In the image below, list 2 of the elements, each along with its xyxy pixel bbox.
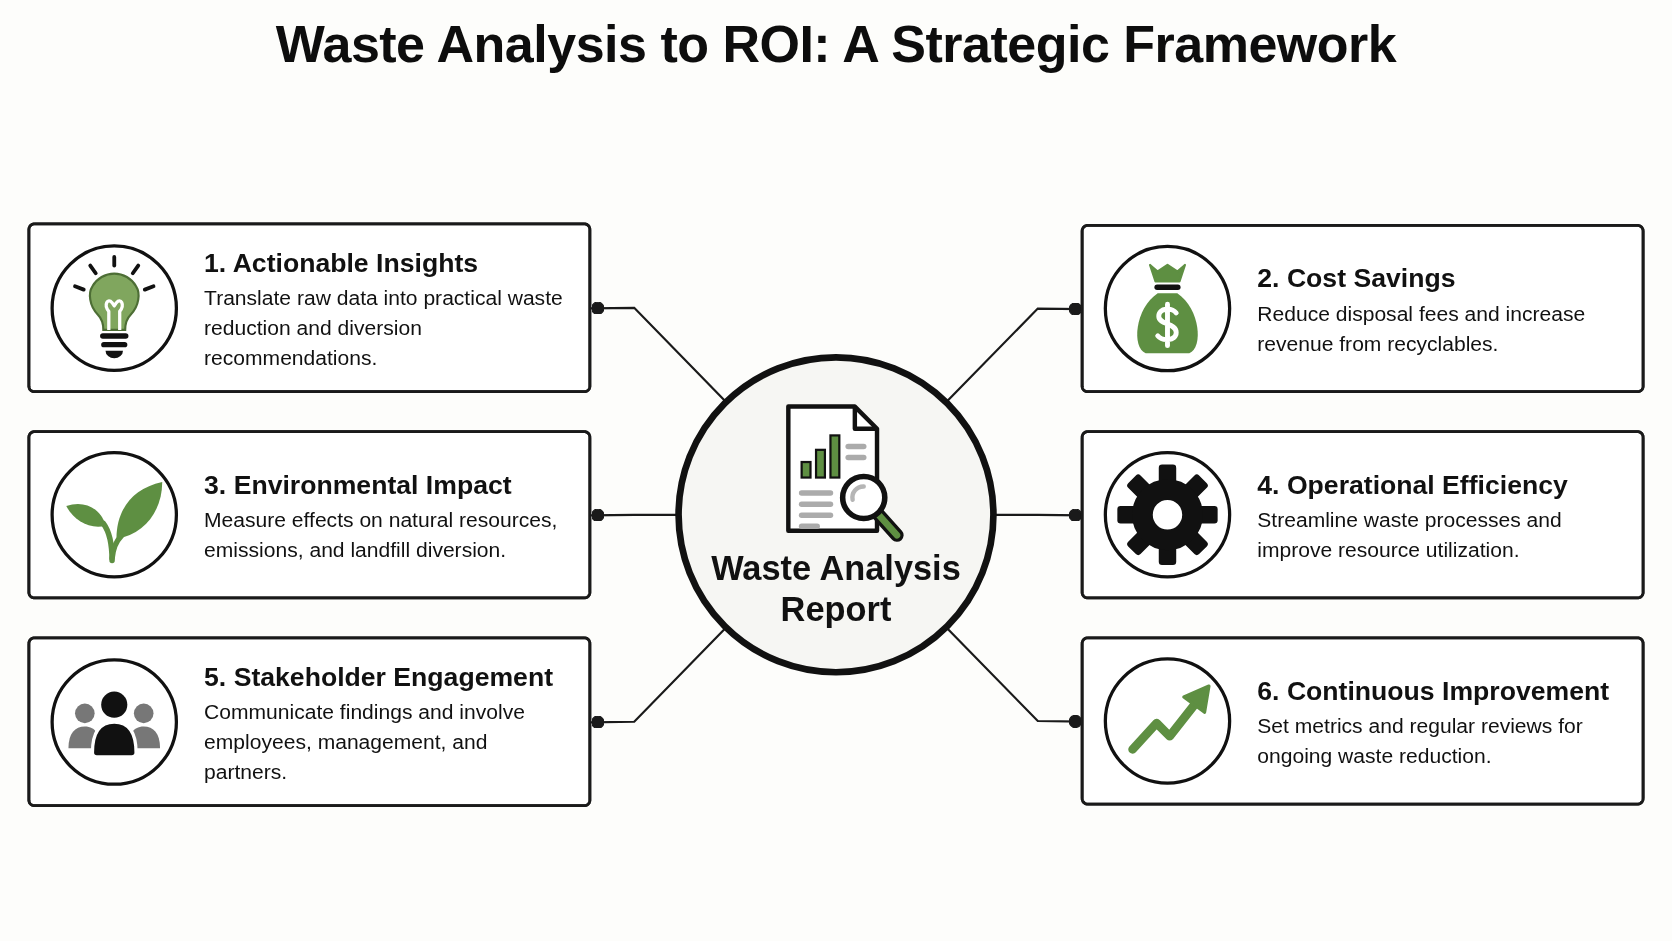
node-circle: Waste Analysis Report [675, 354, 997, 676]
title: Waste Analysis to ROI: A Strategic Framework [275, 14, 1397, 74]
